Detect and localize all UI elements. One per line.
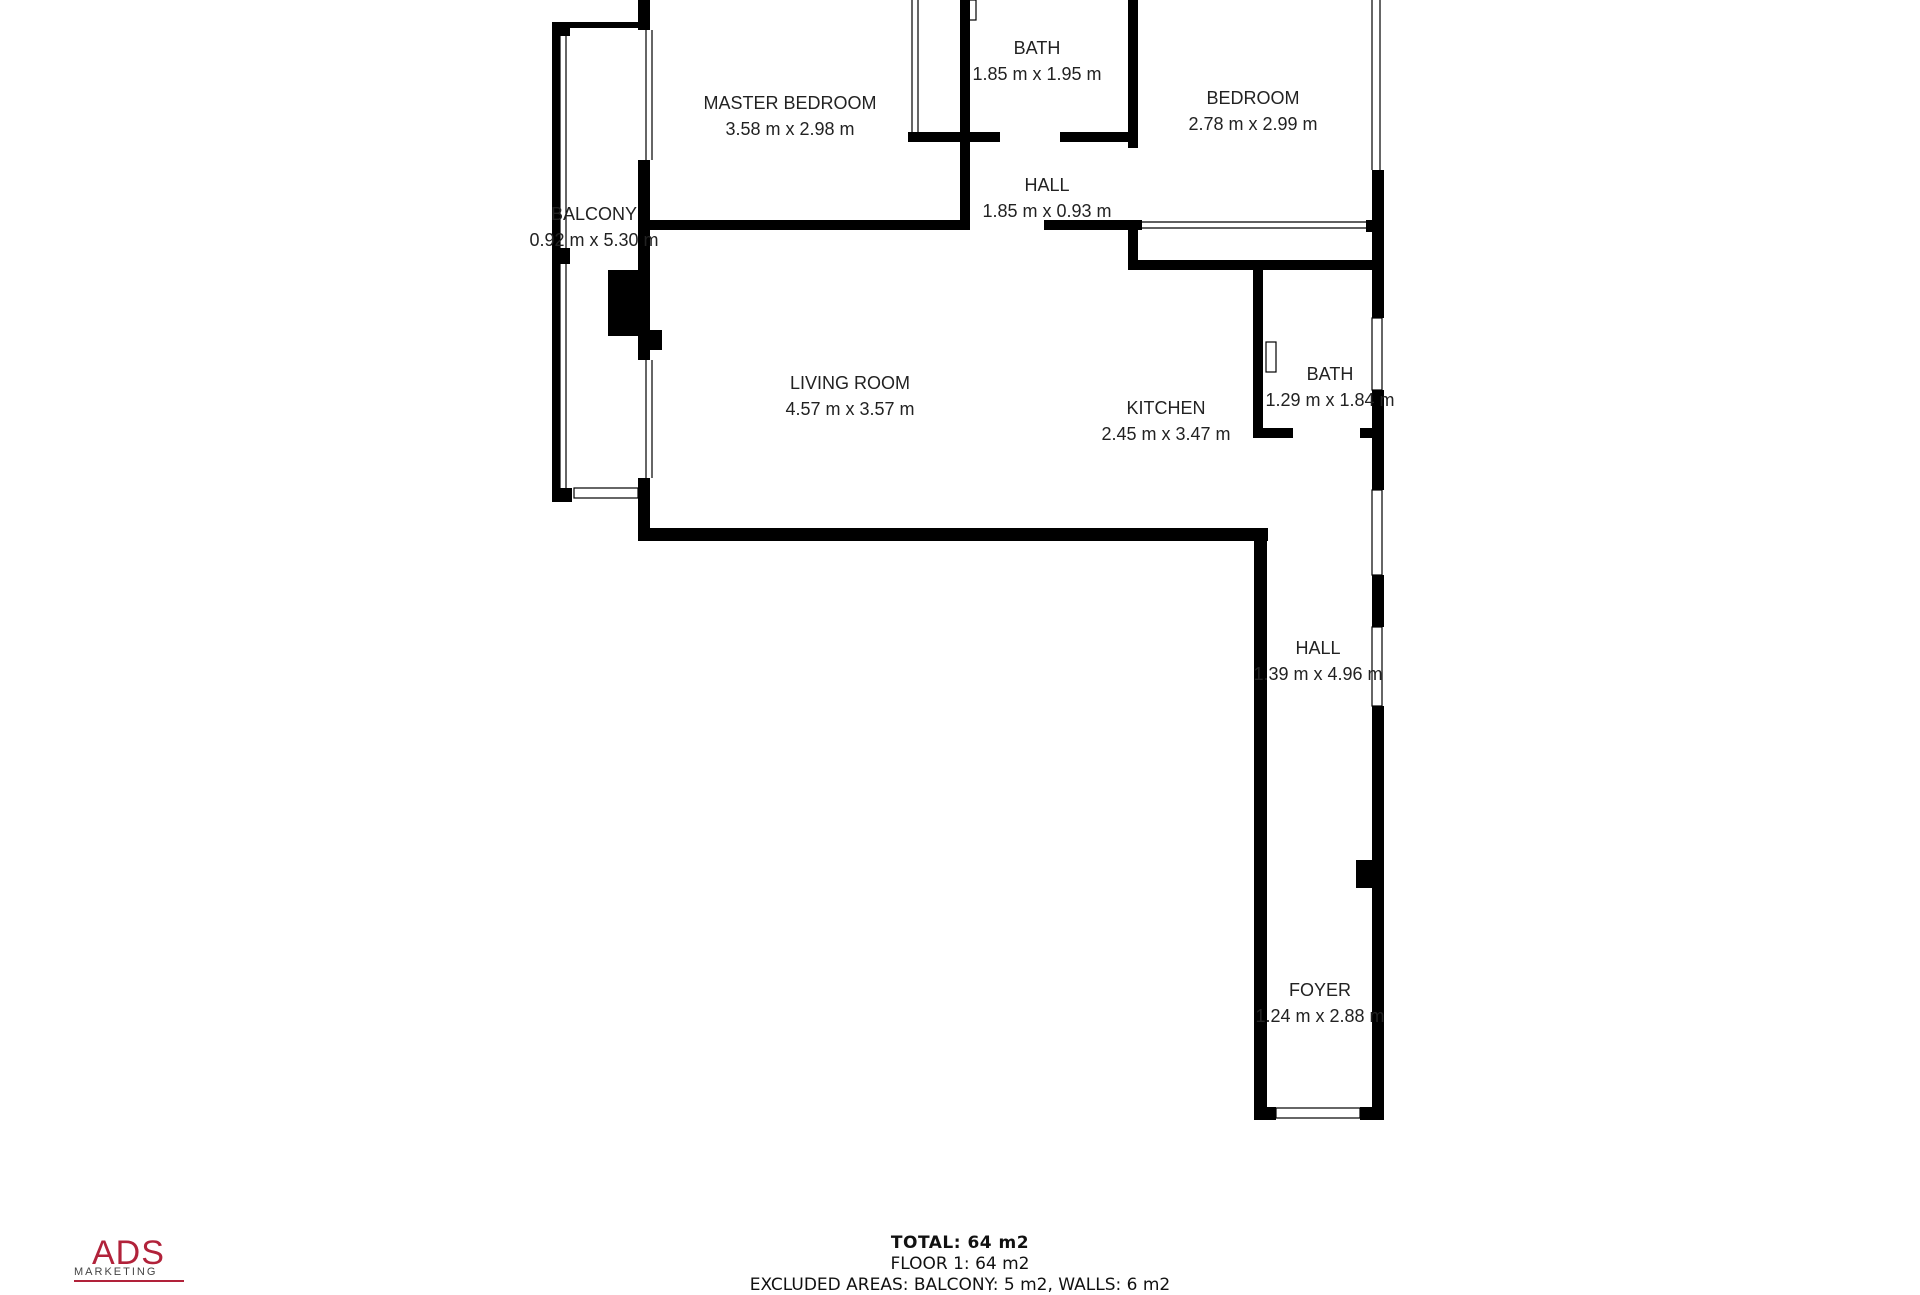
foyer-bottom-right (1360, 1107, 1384, 1120)
east-wall-b (1372, 390, 1384, 490)
room-name: HALL (1295, 638, 1340, 658)
balcony-mid-post (552, 248, 570, 264)
closet-bottom-wall (908, 132, 966, 142)
east-wall-d (1372, 706, 1384, 1120)
bath-fixture (965, 0, 977, 21)
bath2-south-right (1360, 428, 1382, 438)
room-size: 0.92 m x 5.30 m (529, 230, 658, 250)
room-name: KITCHEN (1126, 398, 1205, 418)
room-size: 4.57 m x 3.57 m (785, 399, 914, 419)
walls (552, 0, 1384, 1120)
fireplace-ledge (640, 330, 662, 350)
hall-window-a (1371, 489, 1383, 576)
balcony-bottom-window (573, 487, 639, 499)
bedroom-door-post (1128, 220, 1142, 230)
hall-west-wall (1254, 528, 1267, 1120)
bath2-window (1371, 317, 1383, 391)
hall-bump-wall (1128, 220, 1138, 270)
room-name: MASTER BEDROOM (703, 93, 876, 113)
labels: MASTER BEDROOM 3.58 m x 2.98 m BATH 1.85… (529, 38, 1394, 1026)
floor-area: FLOOR 1: 64 m2 (890, 1254, 1030, 1274)
room-size: 2.78 m x 2.99 m (1188, 114, 1317, 134)
bath-east-wall (1128, 0, 1138, 148)
living-south-wall (638, 528, 1268, 541)
room-size: 2.45 m x 3.47 m (1101, 424, 1230, 444)
room-name: HALL (1024, 175, 1069, 195)
room-size: 1.29 m x 1.84 m (1265, 390, 1394, 410)
fireplace-block (608, 270, 646, 336)
windows-and-thin-lines (559, 0, 1383, 1119)
balcony-bottom-post (552, 488, 572, 502)
room-size: 3.58 m x 2.98 m (725, 119, 854, 139)
bedroom-corner-post (1366, 220, 1382, 232)
room-name: BEDROOM (1206, 88, 1299, 108)
hall-window-b (1371, 626, 1383, 707)
bath-west-wall (960, 0, 970, 230)
room-size: 1.39 m x 4.96 m (1253, 664, 1382, 684)
bath-south-left (960, 132, 1000, 142)
room-size: 1.85 m x 0.93 m (982, 201, 1111, 221)
hall-cabinet-block (1356, 860, 1374, 888)
hall-south-wall (1044, 220, 1140, 230)
entry-door (1275, 1107, 1361, 1119)
bath-south-right (1060, 132, 1138, 142)
balcony-top-wall (552, 22, 646, 28)
east-wall-a (1372, 170, 1384, 318)
room-name: BALCONY (551, 204, 637, 224)
room-size: 1.24 m x 2.88 m (1255, 1006, 1384, 1026)
bedroom-south-wall (1128, 260, 1378, 270)
bath2-west-wall (1253, 268, 1263, 438)
logo-sub: MARKETING (74, 1266, 158, 1278)
room-name: BATH (1014, 38, 1061, 58)
total-area: TOTAL: 64 m2 (890, 1233, 1030, 1253)
excluded-areas: EXCLUDED AREAS: BALCONY: 5 m2, WALLS: 6 … (749, 1275, 1171, 1295)
foyer-bottom-left (1254, 1107, 1276, 1120)
master-south-wall (650, 220, 970, 230)
room-name: FOYER (1289, 980, 1351, 1000)
bath2-fixture (1265, 341, 1277, 373)
west-wall-top (638, 0, 650, 30)
room-name: BATH (1307, 364, 1354, 384)
room-name: LIVING ROOM (790, 373, 910, 393)
balcony-top-post (552, 22, 570, 36)
east-wall-c (1372, 575, 1384, 627)
room-size: 1.85 m x 1.95 m (972, 64, 1101, 84)
west-wall-bottom (638, 478, 650, 540)
bath2-south-left (1253, 428, 1293, 438)
logo-brand: ADS (92, 1234, 165, 1272)
